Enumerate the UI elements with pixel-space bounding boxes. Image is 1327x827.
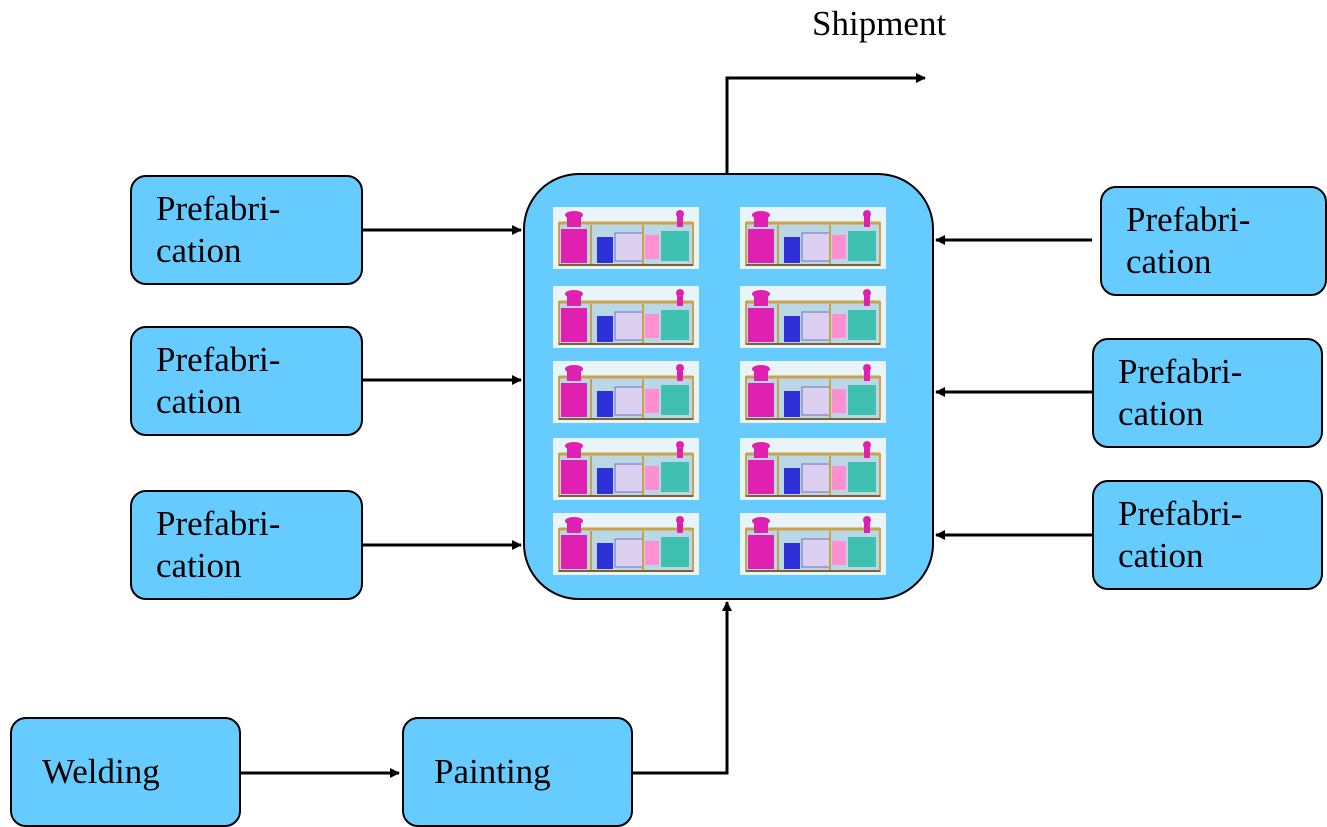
prefab-label-line2: cation bbox=[1126, 242, 1212, 281]
module-image bbox=[553, 361, 699, 423]
arrow-painting-hub bbox=[632, 601, 732, 775]
prefab-label-line2: cation bbox=[1118, 394, 1204, 433]
prefab-label-line1: Prefabri- bbox=[156, 340, 281, 379]
prefabrication-box-left-1: Prefabri- cation bbox=[130, 175, 363, 285]
painting-box: Painting bbox=[402, 717, 633, 827]
assembly-hub bbox=[523, 173, 934, 600]
prefab-label-line2: cation bbox=[156, 382, 242, 421]
prefab-label-line1: Prefabri- bbox=[1118, 494, 1243, 533]
module-image bbox=[740, 361, 886, 423]
prefab-label-line2: cation bbox=[1118, 536, 1204, 575]
module-image bbox=[553, 438, 699, 500]
prefab-label-line1: Prefabri- bbox=[156, 504, 281, 543]
prefabrication-box-right-3: Prefabri- cation bbox=[1092, 480, 1323, 590]
welding-box: Welding bbox=[10, 717, 241, 827]
module-image bbox=[740, 286, 886, 348]
module-image bbox=[553, 286, 699, 348]
module-image bbox=[740, 207, 886, 269]
shipment-arrow bbox=[725, 73, 926, 173]
prefabrication-box-right-1: Prefabri- cation bbox=[1100, 186, 1327, 296]
shipment-label: Shipment bbox=[812, 4, 947, 43]
module-image bbox=[553, 513, 699, 575]
module-image bbox=[740, 513, 886, 575]
prefabrication-box-right-2: Prefabri- cation bbox=[1092, 338, 1323, 448]
painting-label: Painting bbox=[434, 752, 551, 791]
prefab-label-line1: Prefabri- bbox=[1126, 200, 1251, 239]
prefab-label-line1: Prefabri- bbox=[156, 189, 281, 228]
prefab-label-line1: Prefabri- bbox=[1118, 352, 1243, 391]
welding-label: Welding bbox=[42, 752, 160, 791]
prefabrication-box-left-2: Prefabri- cation bbox=[130, 326, 363, 436]
module-image bbox=[740, 438, 886, 500]
prefab-label-line2: cation bbox=[156, 231, 242, 270]
prefab-label-line2: cation bbox=[156, 546, 242, 585]
prefabrication-box-left-3: Prefabri- cation bbox=[130, 490, 363, 600]
module-image bbox=[553, 207, 699, 269]
